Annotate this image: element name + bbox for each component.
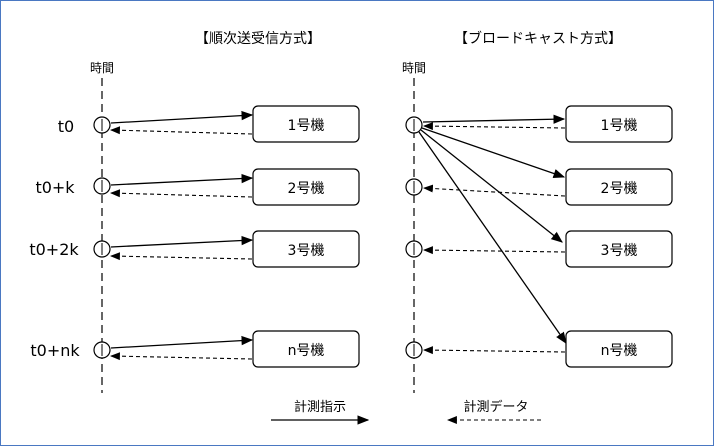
unit-label: 2号機: [288, 181, 325, 197]
sequential-row-2: 2号機: [93, 168, 360, 206]
sequential-row-3: 3号機: [93, 230, 360, 268]
time-axis-label-left: 時間: [90, 61, 114, 75]
title-sequential: 【順次送受信方式】: [195, 31, 321, 47]
time-axis-label-right: 時間: [402, 61, 426, 75]
broadcast-row-1: 1号機: [423, 105, 673, 143]
command-arrow: [422, 114, 566, 124]
data-arrow: [110, 352, 253, 361]
title-broadcast: 【ブロードキャスト方式】: [454, 30, 622, 47]
time-label-0: t0: [58, 117, 74, 136]
unit-box: [565, 230, 673, 268]
data-arrow: [423, 184, 566, 197]
data-arrow: [423, 346, 566, 355]
broadcast-row-2: 2号機: [405, 168, 673, 206]
legend-data-label: 計測データ: [463, 399, 528, 415]
unit-label: n号機: [601, 343, 638, 359]
sequential-row-1: 1号機: [93, 105, 360, 143]
command-arrow: [110, 235, 254, 248]
unit-label: 3号機: [288, 243, 325, 259]
time-label-1: t0+k: [35, 178, 75, 197]
command-arrow: [421, 127, 566, 178]
broadcast-row-3: 3号機: [405, 230, 673, 268]
unit-box: [565, 168, 673, 206]
command-arrow: [418, 131, 567, 344]
unit-box: [252, 105, 360, 143]
unit-label: 1号機: [601, 118, 638, 134]
data-arrow: [110, 126, 253, 135]
command-arrow: [110, 173, 254, 186]
data-arrow: [110, 189, 253, 198]
unit-box: [252, 230, 360, 268]
command-arrow: [110, 335, 254, 349]
time-label-2: t0+2k: [29, 240, 79, 259]
data-arrow: [110, 252, 253, 261]
legend-command-label: 計測指示: [294, 399, 346, 415]
command-arrow: [420, 129, 563, 243]
unit-box: [252, 330, 360, 368]
sequential-row-n: n号機: [93, 330, 360, 368]
broadcast-source: [405, 114, 567, 344]
unit-label: 2号機: [601, 181, 638, 197]
unit-box: [252, 168, 360, 206]
time-label-3: t0+nk: [30, 341, 80, 360]
broadcast-row-n: n号機: [405, 330, 673, 368]
data-arrow: [423, 122, 566, 131]
command-arrow: [110, 110, 254, 124]
unit-label: 1号機: [288, 118, 325, 134]
unit-label: n号機: [288, 343, 325, 359]
unit-box: [565, 105, 673, 143]
unit-box: [565, 330, 673, 368]
data-arrow: [423, 246, 566, 255]
legend: 計測指示 計測データ: [271, 399, 541, 425]
unit-label: 3号機: [601, 243, 638, 259]
